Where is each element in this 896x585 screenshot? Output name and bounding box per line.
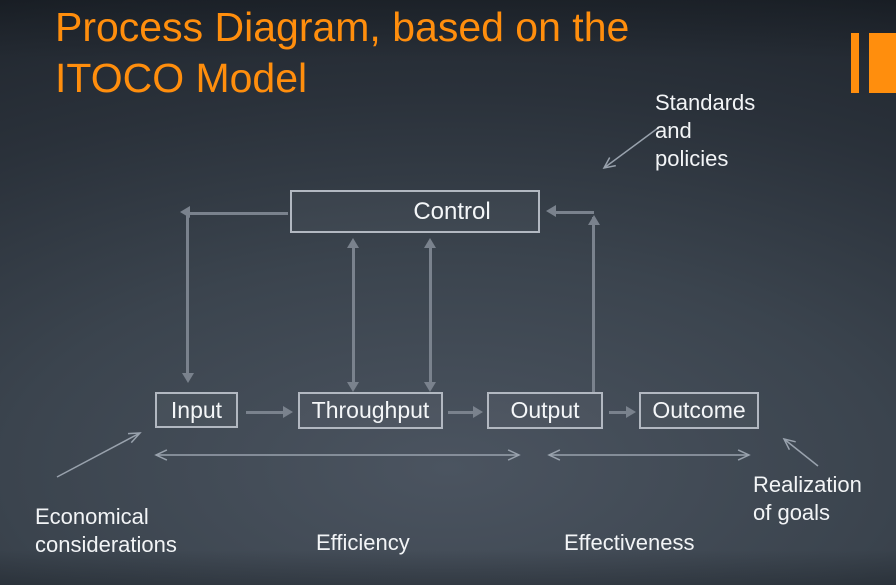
throughput-box-label: Throughput	[311, 397, 430, 423]
input-box-label: Input	[170, 396, 223, 423]
input-box: Input	[155, 392, 238, 428]
control-box: Control	[290, 190, 540, 233]
throughput-box: Throughput	[298, 392, 443, 429]
efficiency-span-arrow	[154, 449, 521, 461]
realization-arrow	[782, 437, 819, 467]
slide-title: Process Diagram, based on the ITOCO Mode…	[55, 4, 630, 101]
standards-label: Standards and policies	[655, 90, 756, 171]
realization-label: Realization of goals	[753, 472, 862, 525]
control-box-label: Control	[413, 197, 491, 225]
output-box-label: Output	[510, 397, 580, 423]
effectiveness-label: Effectiveness	[564, 530, 695, 555]
outcome-box-label: Outcome	[652, 397, 746, 423]
economical-arrow	[56, 432, 142, 478]
accent-bar-thin	[851, 33, 859, 93]
effectiveness-span-arrow	[547, 449, 751, 461]
outcome-box: Outcome	[639, 392, 759, 429]
economical-label: Economical considerations	[35, 504, 177, 557]
standards-arrow	[602, 127, 659, 170]
output-box: Output	[487, 392, 603, 429]
efficiency-label: Efficiency	[316, 530, 410, 555]
accent-bar-wide	[869, 33, 896, 93]
